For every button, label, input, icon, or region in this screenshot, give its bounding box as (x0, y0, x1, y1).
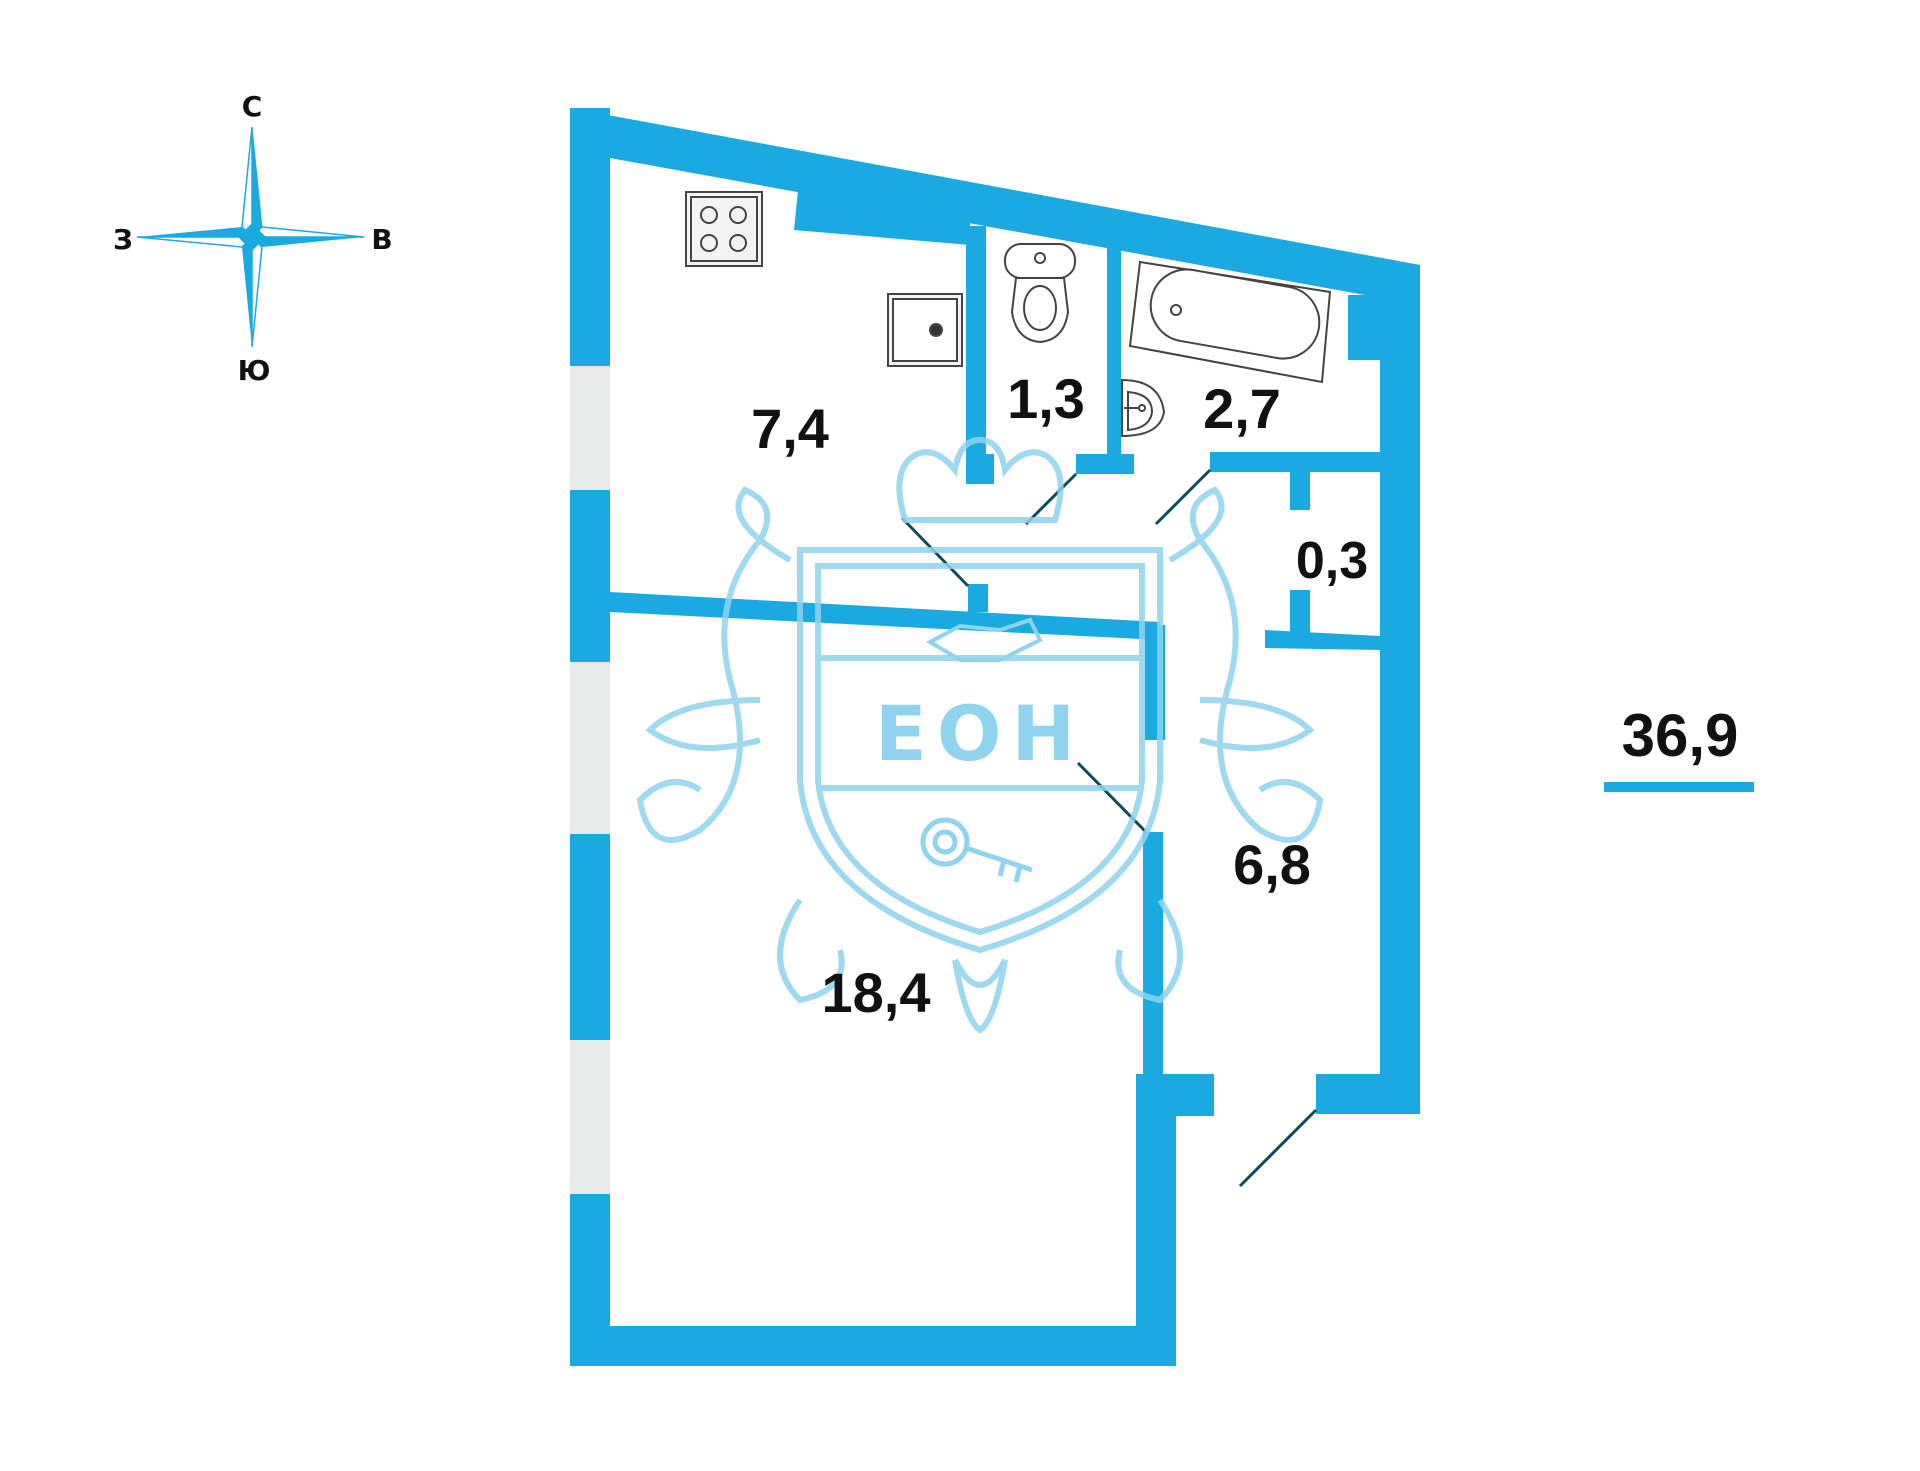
watermark-text: ЕОН (875, 689, 1085, 778)
walls (570, 108, 1420, 1366)
sink-icon (887, 293, 963, 367)
compass-west-label: З (113, 223, 133, 256)
washbasin-icon (1121, 378, 1166, 438)
stove-icon (685, 191, 763, 267)
closet-area-label: 0,3 (1296, 532, 1368, 590)
compass-east-label: В (371, 223, 392, 256)
kitchen-area-label: 7,4 (751, 397, 829, 460)
window (570, 366, 610, 490)
living-room-area-label: 18,4 (822, 961, 931, 1024)
toilet-icon (1004, 243, 1076, 344)
window (570, 662, 610, 834)
key-icon (920, 817, 1033, 883)
compass-north-label: С (242, 90, 263, 123)
hall-area-label: 6,8 (1233, 833, 1311, 896)
bathtub-icon (1128, 260, 1332, 384)
handshake-icon (925, 617, 1043, 662)
compass-rose-icon (136, 126, 365, 348)
crest-watermark-icon (636, 436, 1324, 1034)
total-area-underline (1604, 782, 1754, 792)
bathroom-area-label: 2,7 (1203, 377, 1281, 440)
toilet-area-label: 1,3 (1007, 367, 1085, 430)
window (570, 1040, 610, 1194)
total-area-label: 36,9 (1622, 702, 1739, 769)
compass-south-label: Ю (238, 354, 271, 387)
